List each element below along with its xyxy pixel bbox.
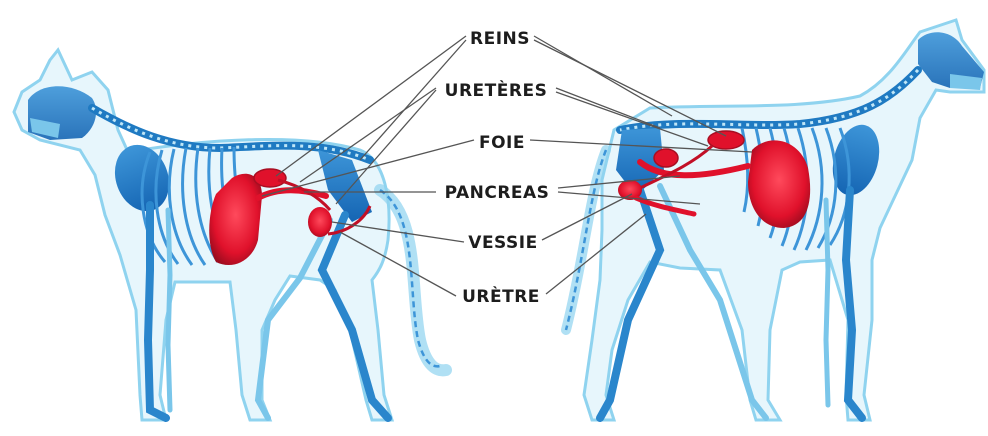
label-pancreas: PANCREAS [445, 183, 550, 203]
label-foie: FOIE [479, 133, 525, 153]
dog-illustration [566, 20, 984, 420]
label-reins: REINS [470, 29, 530, 49]
dog-kidney [708, 131, 744, 149]
dog-kidney-2 [654, 149, 678, 167]
label-vessie: VESSIE [468, 233, 537, 253]
label-uretre: URÈTRE [462, 285, 540, 307]
label-ureteres: URETÈRES [445, 79, 548, 101]
labels: REINS URETÈRES FOIE PANCREAS VESSIE URÈT… [445, 29, 550, 307]
cat-illustration [14, 50, 446, 420]
